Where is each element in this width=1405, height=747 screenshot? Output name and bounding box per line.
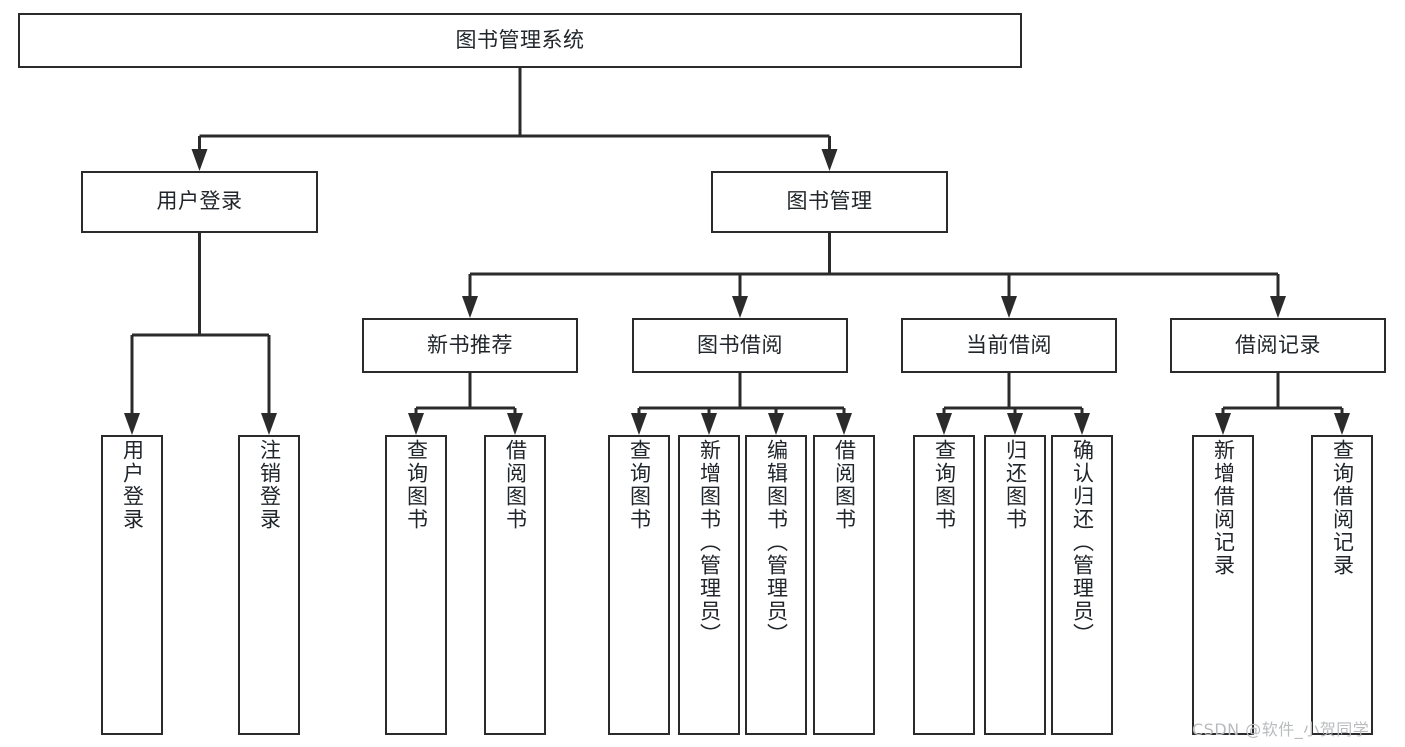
node-label-leaf-borrow-add: 新增图书（管理员） — [697, 439, 722, 646]
edge-arrow-book-manage — [821, 149, 838, 171]
node-borrow-record[interactable]: 借阅记录 — [1170, 318, 1386, 373]
node-leaf-borrow-edit[interactable]: 编辑图书（管理员） — [745, 435, 807, 735]
node-label-current-borrow: 当前借阅 — [966, 332, 1052, 357]
node-label-leaf-user-logout: 注销登录 — [257, 439, 282, 531]
edge-arrow-leaf-rec-search — [1334, 413, 1350, 435]
node-label-user-login: 用户登录 — [156, 189, 243, 214]
node-leaf-borrow-add[interactable]: 新增图书（管理员） — [678, 435, 740, 735]
edge-arrow-leaf-borrow-query — [631, 413, 647, 435]
node-book-borrow[interactable]: 图书借阅 — [632, 318, 848, 373]
node-label-leaf-cur-query: 查询图书 — [932, 439, 957, 531]
edge-arrow-user-login — [191, 149, 208, 171]
node-leaf-borrow-do[interactable]: 借阅图书 — [813, 435, 875, 735]
node-leaf-user-login[interactable]: 用户登录 — [101, 435, 163, 735]
edge-arrow-leaf-rec-query — [408, 413, 424, 435]
edge-arrow-leaf-borrow-add — [701, 413, 717, 435]
node-label-new-book-rec: 新书推荐 — [427, 332, 513, 357]
edge-arrow-leaf-rec-borrow — [507, 413, 523, 435]
node-label-leaf-rec-search: 查询借阅记录 — [1330, 439, 1355, 577]
node-leaf-rec-query[interactable]: 查询图书 — [385, 435, 447, 735]
node-label-leaf-user-login: 用户登录 — [120, 439, 145, 531]
node-root[interactable]: 图书管理系统 — [18, 13, 1022, 68]
node-leaf-borrow-query[interactable]: 查询图书 — [608, 435, 670, 735]
node-leaf-rec-borrow[interactable]: 借阅图书 — [484, 435, 546, 735]
edge-arrow-borrow-record — [1270, 296, 1286, 318]
node-leaf-cur-confirm[interactable]: 确认归还（管理员） — [1051, 435, 1113, 735]
edge-arrow-leaf-rec-add — [1215, 413, 1231, 435]
node-label-leaf-cur-confirm: 确认归还（管理员） — [1070, 439, 1095, 646]
edge-arrow-leaf-cur-return — [1007, 413, 1023, 435]
node-new-book-rec[interactable]: 新书推荐 — [362, 318, 578, 373]
node-label-leaf-rec-query: 查询图书 — [404, 439, 429, 531]
node-label-borrow-record: 借阅记录 — [1235, 332, 1321, 357]
edge-arrow-leaf-user-logout — [261, 413, 277, 435]
node-label-leaf-cur-return: 归还图书 — [1003, 439, 1028, 531]
edge-arrow-leaf-cur-confirm — [1074, 413, 1090, 435]
node-leaf-user-logout[interactable]: 注销登录 — [238, 435, 300, 735]
edge-arrow-current-borrow — [1001, 296, 1017, 318]
edge-arrow-leaf-borrow-edit — [768, 413, 784, 435]
watermark: CSDN @软件_小贺同学 — [1192, 720, 1370, 739]
node-label-leaf-borrow-edit: 编辑图书（管理员） — [764, 439, 789, 646]
node-book-manage[interactable]: 图书管理 — [711, 171, 948, 233]
edge-arrow-leaf-cur-query — [936, 413, 952, 435]
node-label-book-borrow: 图书借阅 — [697, 332, 783, 357]
node-label-book-manage: 图书管理 — [786, 189, 873, 214]
edge-arrow-leaf-user-login — [124, 413, 140, 435]
node-label-leaf-rec-add: 新增借阅记录 — [1211, 439, 1236, 577]
node-label-leaf-borrow-query: 查询图书 — [627, 439, 652, 531]
edge-arrow-new-book-rec — [462, 296, 478, 318]
node-leaf-cur-query[interactable]: 查询图书 — [913, 435, 975, 735]
node-current-borrow[interactable]: 当前借阅 — [901, 318, 1117, 373]
node-leaf-rec-search[interactable]: 查询借阅记录 — [1311, 435, 1373, 735]
node-leaf-cur-return[interactable]: 归还图书 — [984, 435, 1046, 735]
node-user-login[interactable]: 用户登录 — [81, 171, 318, 233]
node-label-root: 图书管理系统 — [455, 27, 585, 52]
edge-arrow-leaf-borrow-do — [836, 413, 852, 435]
node-leaf-rec-add[interactable]: 新增借阅记录 — [1192, 435, 1254, 735]
edge-arrow-book-borrow — [732, 296, 748, 318]
node-label-leaf-borrow-do: 借阅图书 — [832, 439, 857, 531]
node-label-leaf-rec-borrow: 借阅图书 — [503, 439, 528, 531]
